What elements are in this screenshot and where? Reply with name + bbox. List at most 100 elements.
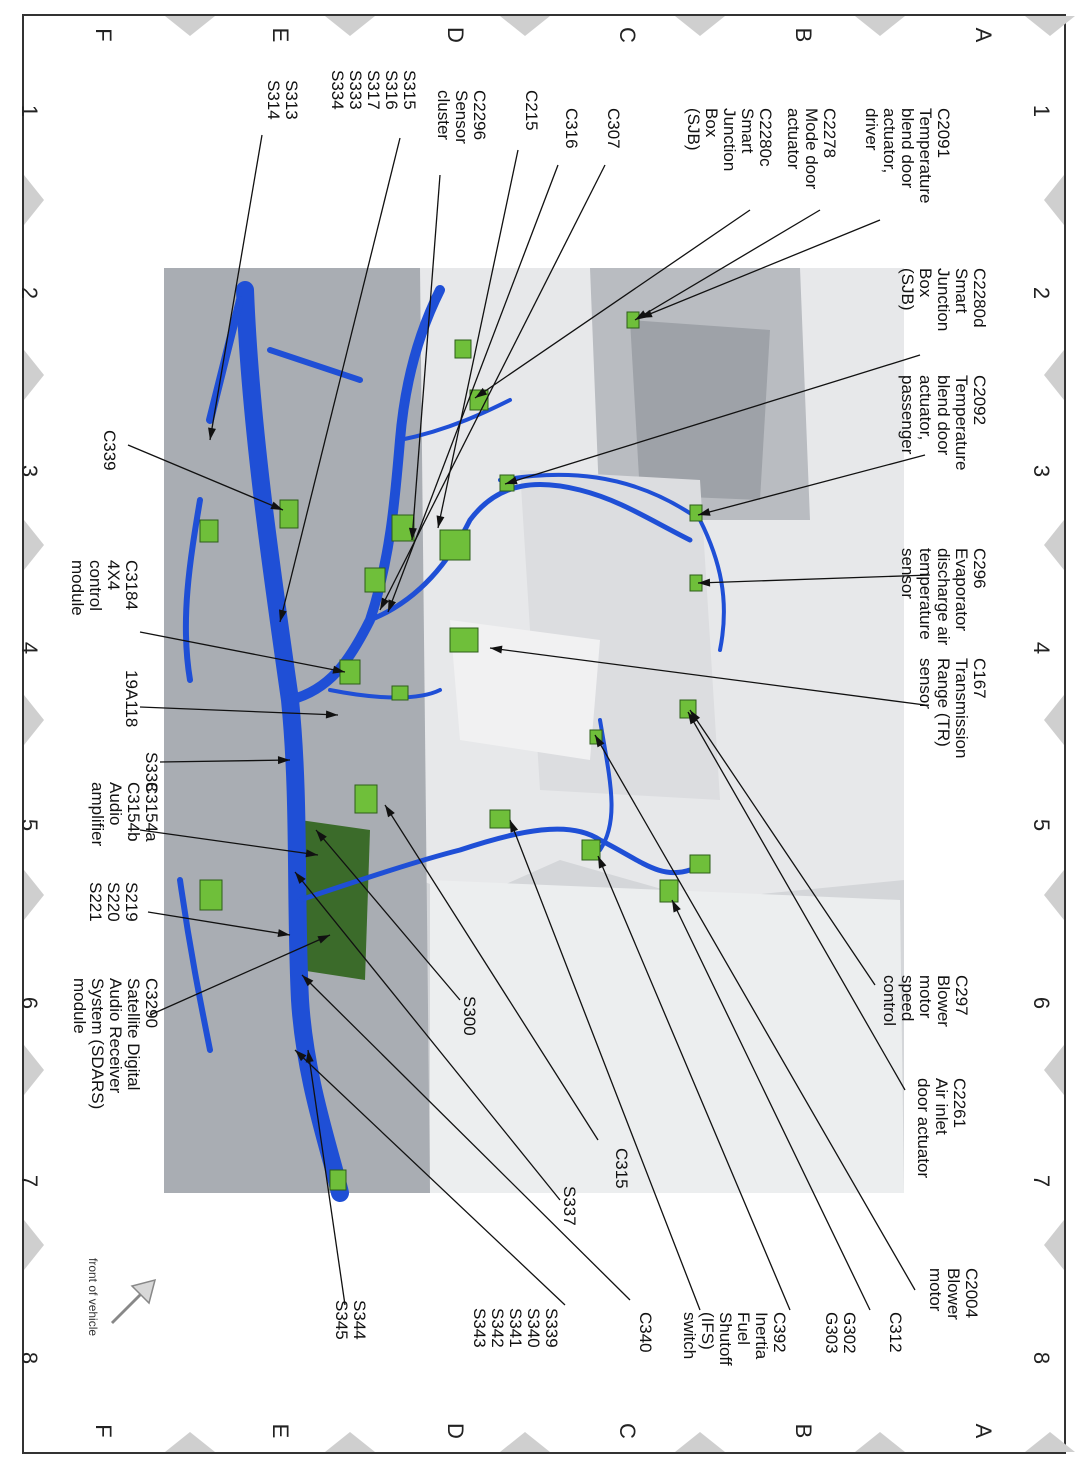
border-triangle: [24, 175, 44, 225]
grid-col-2-left: 2: [17, 286, 42, 300]
leader-line: [294, 871, 561, 1201]
arrowhead: [475, 387, 488, 398]
grid-col-3-left: 3: [17, 464, 42, 478]
leader-line: [387, 164, 559, 613]
callout-s344: S344 S345: [332, 1300, 369, 1340]
arrowhead: [316, 830, 327, 842]
callout-c307: C307: [604, 108, 623, 149]
arrowhead: [305, 849, 318, 858]
leader-line: [411, 174, 441, 541]
leader-arrowheads: [208, 309, 711, 1063]
callout-c312: C312: [886, 1312, 905, 1353]
leader-line: [139, 631, 346, 673]
grid-col-4-left: 4: [17, 641, 42, 655]
grid-row-c-top: C: [615, 27, 640, 43]
callout-g302: G302 G303: [822, 1312, 859, 1354]
arrowhead: [332, 665, 345, 674]
border-triangle: [1044, 520, 1064, 570]
callout-c167: C167 Transmission Range (TR) sensor: [916, 658, 989, 759]
border-triangle: [500, 1432, 550, 1452]
callout-s337: S337: [560, 1186, 579, 1226]
arrowhead: [208, 427, 216, 440]
leader-line: [159, 759, 291, 763]
leader-line: [689, 709, 876, 986]
callout-c215: C215: [522, 90, 541, 131]
callout-s219: S219 S220 S221: [86, 882, 141, 922]
callout-c2278: C2278 Mode door actuator: [784, 108, 839, 190]
grid-row-b-bottom: B: [791, 1423, 816, 1439]
callout-c2280c: C2280c Smart Junction Box (SJB): [684, 108, 775, 172]
border-triangle: [1044, 350, 1064, 400]
border-triangle: [1044, 1220, 1064, 1270]
leader-line: [139, 706, 339, 716]
arrowhead: [325, 710, 338, 719]
leader-line: [384, 804, 599, 1141]
arrowhead: [490, 645, 503, 654]
border-triangle: [855, 16, 905, 36]
leader-line: [639, 219, 881, 319]
border-triangle: [1044, 1045, 1064, 1095]
arrowhead: [505, 476, 518, 485]
grid-col-8-right: 8: [1029, 1351, 1054, 1365]
arrowhead: [408, 527, 417, 540]
callout-19a118: 19A118: [122, 670, 141, 728]
border-triangle: [675, 16, 725, 36]
callout-c2092: C2092 Temperature blend door actuator, p…: [898, 375, 989, 471]
callout-c340: C340: [636, 1312, 655, 1353]
grid-col-4-right: 4: [1029, 641, 1054, 655]
grid-col-6-right: 6: [1029, 996, 1054, 1010]
callout-c2296: C2296 Sensor cluster: [434, 90, 489, 144]
callout-s313: S313 S314: [264, 80, 301, 120]
border-triangle: [855, 1432, 905, 1452]
grid-row-a-top: A: [971, 27, 996, 43]
leader-line: [127, 444, 284, 511]
leader-line: [504, 354, 921, 485]
leader-line: [697, 454, 926, 516]
callout-s339: S339 S340 S341 S342 S343: [470, 1308, 561, 1348]
arrowhead: [385, 805, 395, 818]
leader-line: [697, 574, 931, 584]
border-triangle: [165, 1432, 215, 1452]
grid-col-5-right: 5: [1029, 818, 1054, 832]
arrowhead: [277, 756, 290, 765]
vehicle-body-render: [164, 268, 904, 1193]
arrowhead: [690, 710, 701, 723]
leader-line: [149, 934, 331, 1016]
front-arrow-icon: [110, 1278, 157, 1325]
callout-c392: C392 Inertia Fuel Shutoff (IFS) switch: [680, 1312, 789, 1366]
grid-col-7-left: 7: [17, 1174, 42, 1188]
arrowhead: [277, 929, 290, 938]
leader-lines: [127, 134, 931, 1311]
border-triangle: [325, 1432, 375, 1452]
arrowhead: [595, 735, 605, 748]
border-triangle: [1025, 1432, 1075, 1452]
grid-col-1-left: 1: [17, 104, 42, 118]
leader-line: [209, 134, 263, 441]
callout-c2091: C2091 Temperature blend door actuator, d…: [862, 108, 953, 204]
arrowhead: [270, 501, 283, 510]
grid-row-a-bottom: A: [971, 1423, 996, 1439]
border-triangle: [675, 1432, 725, 1452]
border-triangle: [24, 870, 44, 920]
callout-s300: S300: [460, 996, 479, 1036]
leader-line: [279, 137, 401, 623]
arrowhead: [380, 597, 389, 610]
arrowhead: [510, 820, 519, 833]
leader-line: [489, 647, 926, 706]
border-triangle: [325, 16, 375, 36]
arrowhead: [672, 900, 681, 913]
border-triangle: [24, 520, 44, 570]
border-triangle: [24, 695, 44, 745]
grid-col-6-left: 6: [17, 996, 42, 1010]
diagram-frame: [22, 14, 1066, 1454]
callout-c3184: C3184 4X4 control module: [68, 560, 141, 616]
border-triangle: [1044, 695, 1064, 745]
leader-line: [147, 911, 291, 936]
callout-c316: C316: [562, 108, 581, 149]
border-triangle: [24, 1045, 44, 1095]
callout-c296: C296 Evaporator discharge air temperatur…: [898, 548, 989, 646]
leader-line: [307, 1049, 346, 1306]
leader-line: [315, 829, 461, 1001]
callout-s315: S315 S316 S317 S333 S334: [328, 70, 419, 110]
leader-line: [594, 734, 916, 1291]
